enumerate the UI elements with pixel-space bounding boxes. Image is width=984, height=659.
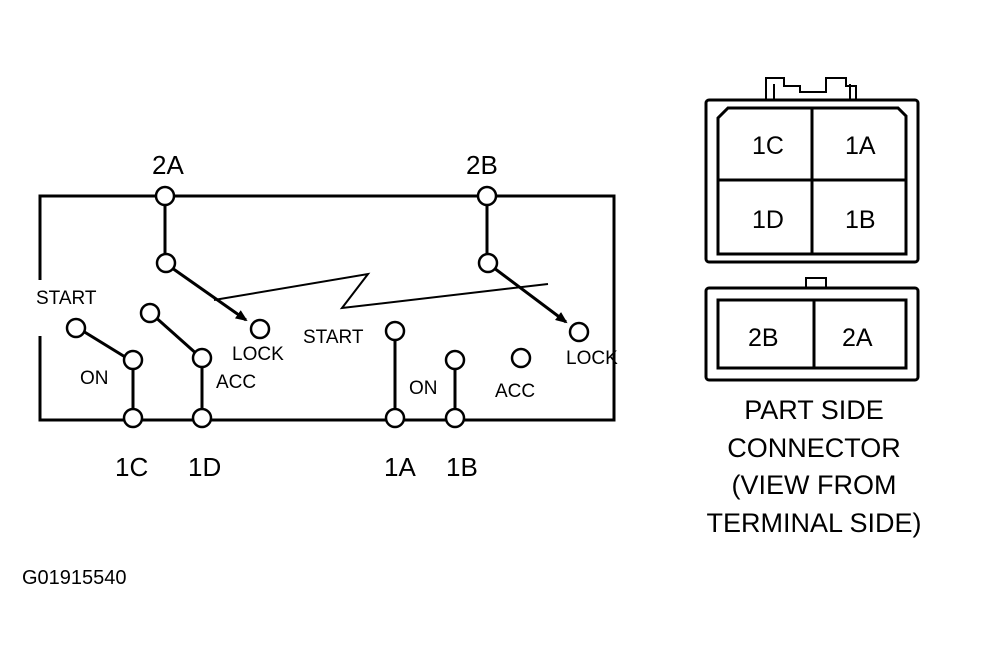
label-2b: 2B bbox=[466, 150, 498, 180]
label-1a: 1A bbox=[384, 452, 416, 482]
node-lock-left bbox=[249, 318, 271, 340]
mechanical-link bbox=[213, 272, 549, 310]
caption-line-4: TERMINAL SIDE) bbox=[706, 508, 921, 538]
node-acc-left bbox=[191, 347, 213, 369]
connector-upper-latch bbox=[765, 77, 857, 100]
node-on-right bbox=[444, 349, 466, 371]
figure-code: G01915540 bbox=[22, 567, 127, 589]
label-lock-left: LOCK bbox=[232, 344, 284, 365]
switch-schematic: 2A 2B 1C 1D 1A 1B START ON ACC LOCK STAR… bbox=[36, 150, 618, 482]
node-start-right bbox=[384, 320, 406, 342]
connector-caption: PART SIDE CONNECTOR (VIEW FROM TERMINAL … bbox=[706, 395, 921, 538]
node-1a bbox=[384, 407, 406, 429]
node-lock-right bbox=[568, 321, 590, 343]
switch-start-on-left bbox=[77, 326, 131, 362]
caption-line-2: CONNECTOR bbox=[727, 433, 901, 463]
node-rotor-left bbox=[155, 252, 177, 274]
label-1d: 1D bbox=[188, 452, 221, 482]
node-1c bbox=[122, 407, 144, 429]
node-acc-pivot-left bbox=[139, 302, 161, 324]
caption-line-3: (VIEW FROM bbox=[732, 470, 897, 500]
node-1d bbox=[191, 407, 213, 429]
node-acc-right bbox=[510, 347, 532, 369]
connector-upper-shell bbox=[704, 98, 920, 264]
node-rotor-right bbox=[477, 252, 499, 274]
node-on-left bbox=[122, 349, 144, 371]
node-2b bbox=[476, 185, 498, 207]
cell-1b: 1B bbox=[845, 206, 876, 234]
label-1c: 1C bbox=[115, 452, 148, 482]
connector-upper-face bbox=[716, 106, 908, 256]
node-2a bbox=[154, 185, 176, 207]
cell-1c: 1C bbox=[752, 132, 784, 160]
label-lock-right: LOCK bbox=[566, 348, 618, 369]
label-on-left: ON bbox=[80, 368, 109, 389]
cell-1d: 1D bbox=[752, 206, 784, 234]
node-1b bbox=[444, 407, 466, 429]
cell-2b: 2B bbox=[748, 324, 779, 352]
node-start-left bbox=[65, 317, 87, 339]
label-start-right: START bbox=[303, 327, 364, 348]
connector-upper: 1C 1A 1D 1B bbox=[704, 77, 920, 264]
label-1b: 1B bbox=[446, 452, 478, 482]
label-2a: 2A bbox=[152, 150, 184, 180]
rotor-arm-left bbox=[171, 266, 248, 322]
cell-1a: 1A bbox=[845, 132, 876, 160]
connector-lower: 2B 2A bbox=[704, 277, 920, 382]
switch-acc-left bbox=[152, 313, 200, 358]
schematic-frame bbox=[38, 194, 616, 422]
caption-line-1: PART SIDE bbox=[744, 395, 884, 425]
connector-lower-face bbox=[716, 298, 908, 370]
label-start-left: START bbox=[36, 288, 97, 309]
label-on-right: ON bbox=[409, 378, 438, 399]
rotor-arm-right bbox=[493, 266, 568, 324]
cell-2a: 2A bbox=[842, 324, 873, 352]
label-acc-right: ACC bbox=[495, 381, 535, 402]
label-acc-left: ACC bbox=[216, 372, 256, 393]
connector-lower-shell bbox=[704, 286, 920, 382]
